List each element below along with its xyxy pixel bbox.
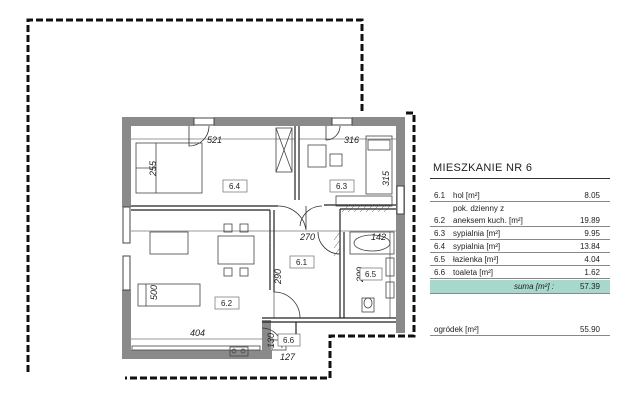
dim-270: 270	[299, 232, 315, 242]
room-label-6-5: 6.5	[359, 267, 383, 281]
svg-text:6.5: 6.5	[365, 270, 377, 279]
svg-text:6.3: 6.3	[336, 182, 348, 191]
room-label-6-6: 6.6	[277, 333, 301, 347]
dim-315: 315	[381, 170, 391, 186]
room-area: 8.05	[584, 191, 600, 200]
room-num: 6.1	[434, 191, 446, 200]
garden-boundary	[26, 18, 416, 380]
dim-404: 404	[190, 328, 205, 338]
garden-label: ogródek [m²]	[434, 325, 479, 334]
legend-title: MIESZKANIE NR 6	[430, 160, 610, 179]
room-area: 9.95	[584, 229, 600, 238]
room-num: 6.5	[434, 255, 446, 264]
dimension-lines	[131, 138, 396, 340]
sum-value: 57.39	[579, 282, 600, 291]
sum-label: suma [m²] :	[513, 282, 554, 291]
room-label-6-2: 6.2	[214, 296, 240, 310]
room-label-6-3: 6.3	[329, 179, 355, 193]
legend-row: 6.5 łazienka [m²] 4.04	[430, 253, 610, 266]
room-area: 1.62	[584, 268, 600, 277]
legend-sum: suma [m²] : 57.39	[430, 280, 610, 294]
dim-255: 255	[148, 160, 158, 177]
room-name: sypialnia [m²]	[453, 229, 501, 238]
room-name: aneksem kuch. [m²]	[453, 216, 523, 225]
bed-room-6-4	[135, 127, 293, 194]
dim-142: 142	[371, 232, 386, 242]
room-name: sypialnia [m²]	[453, 242, 501, 251]
room-label-6-1: 6.1	[289, 255, 315, 269]
room-area: 19.89	[579, 216, 600, 225]
outer-walls	[122, 117, 405, 359]
room-name: hol [m²]	[453, 191, 480, 200]
furniture-room-6-2	[131, 223, 261, 357]
legend-row: 6.4 sypialnia [m²] 13.84	[430, 240, 610, 253]
legend-row: pok. dzienny z	[430, 202, 610, 214]
legend-row: 6.3 sypialnia [m²] 9.95	[430, 227, 610, 240]
dim-127: 127	[280, 352, 296, 362]
legend-garden: ogródek [m²] 55.90	[430, 324, 610, 336]
legend-row: 6.1 hol [m²] 8.05	[430, 189, 610, 202]
legend-row: 6.2 aneksem kuch. [m²] 19.89	[430, 214, 610, 227]
room-name: toaleta [m²]	[453, 268, 494, 277]
bathroom-fixtures	[271, 231, 395, 351]
dim-316: 316	[344, 135, 359, 145]
svg-text:6.1: 6.1	[296, 258, 308, 267]
legend-row: 6.6 toaleta [m²] 1.62	[430, 266, 610, 279]
room-num: 6.6	[434, 268, 446, 277]
room-area: 13.84	[579, 242, 600, 251]
svg-text:6.4: 6.4	[229, 182, 241, 191]
svg-text:6.2: 6.2	[221, 299, 233, 308]
dim-500: 500	[149, 285, 159, 300]
windows	[122, 117, 405, 291]
dim-130: 130	[266, 333, 276, 348]
room-num: 6.4	[434, 242, 446, 251]
dim-521: 521	[207, 135, 222, 145]
room-num: 6.3	[434, 229, 446, 238]
room-name: łazienka [m²]	[453, 255, 499, 264]
apartment-legend: MIESZKANIE NR 6 6.1 hol [m²] 8.05 pok. dzi…	[430, 160, 610, 336]
dim-290-left: 290	[273, 269, 283, 285]
furniture-room-6-3	[307, 135, 393, 207]
room-label-6-4: 6.4	[222, 179, 248, 193]
legend-rows: 6.1 hol [m²] 8.05 pok. dzienny z 6.2 anekse…	[430, 189, 610, 279]
room-num: 6.2	[434, 216, 446, 225]
garden-value: 55.90	[579, 325, 600, 334]
room-area: 4.04	[584, 255, 600, 264]
svg-text:6.6: 6.6	[283, 336, 295, 345]
doors	[188, 125, 341, 349]
hatched-cabinets	[333, 203, 393, 257]
room-name: pok. dzienny z	[453, 204, 505, 213]
